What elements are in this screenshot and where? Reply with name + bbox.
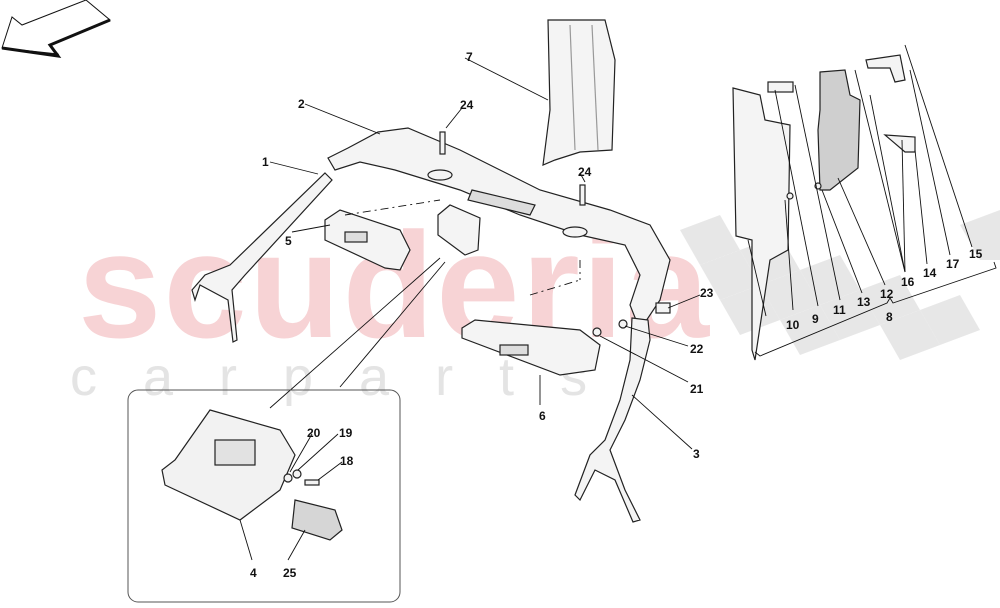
- callout-15: 15: [969, 247, 983, 261]
- callout-25: 25: [283, 566, 297, 580]
- part-3-b-pillar: [574, 317, 651, 523]
- part-12-insulation-pad: [817, 69, 861, 191]
- callout-11: 11: [833, 303, 846, 317]
- front-direction-arrow-icon: [1, 0, 111, 58]
- part-4-light-housing: [437, 204, 481, 256]
- callout-16: 16: [901, 275, 915, 289]
- part-9-trim-panel: [732, 87, 791, 361]
- part-22-washer: [618, 319, 628, 329]
- inset-part-25-lens: [291, 499, 343, 541]
- part-11-handle: [767, 81, 794, 93]
- callout-8: 8: [886, 310, 893, 324]
- callout-4: 4: [250, 566, 257, 580]
- callout-23: 23: [700, 286, 714, 300]
- callout-20: 20: [307, 426, 321, 440]
- callout-21: 21: [690, 382, 704, 396]
- callout-6: 6: [539, 409, 546, 423]
- part-21-bolt: [592, 327, 602, 337]
- callout-9: 9: [812, 312, 819, 326]
- callout-5: 5: [285, 234, 292, 248]
- part-14-hinge: [865, 54, 906, 83]
- part-1-a-pillar: [191, 172, 333, 343]
- inset-part-18-screw: [304, 479, 320, 486]
- part-24-screw-b: [579, 184, 586, 206]
- callout-1: 1: [262, 155, 269, 169]
- callout-12: 12: [880, 287, 894, 301]
- part-23-clip: [655, 302, 671, 314]
- callout-14: 14: [923, 266, 937, 280]
- watermark-sub: carparts: [70, 347, 634, 407]
- detail-inset-frame: [127, 389, 401, 603]
- part-17-hinge: [883, 134, 916, 153]
- part-24-screw-a: [439, 131, 446, 155]
- callout-22: 22: [690, 342, 704, 356]
- callout-13: 13: [857, 295, 871, 309]
- callout-7: 7: [466, 50, 473, 64]
- checkered-flag-watermark: [680, 210, 1000, 360]
- callout-19: 19: [339, 426, 353, 440]
- part-6-sun-visor: [461, 319, 601, 376]
- callout-24a: 24: [460, 98, 474, 112]
- callout-18: 18: [340, 454, 354, 468]
- part-7-trim: [542, 19, 616, 166]
- inset-part-20-washer: [283, 473, 293, 483]
- callout-3: 3: [693, 447, 700, 461]
- callout-17: 17: [946, 257, 960, 271]
- callout-2: 2: [298, 97, 305, 111]
- callout-10: 10: [786, 318, 800, 332]
- inset-part-19-washer: [292, 469, 302, 479]
- callout-24b: 24: [578, 165, 592, 179]
